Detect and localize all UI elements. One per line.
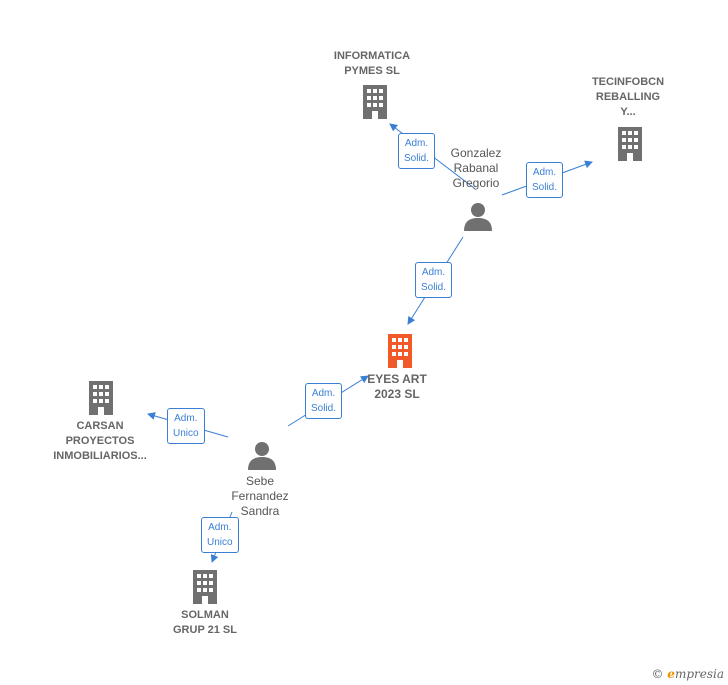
building-icon-tecinfo[interactable]: [615, 127, 645, 161]
node-label-carsan[interactable]: CARSAN PROYECTOS INMOBILIARIOS...: [53, 420, 147, 462]
node-label-gonzalez[interactable]: Gonzalez Rabanal Gregorio: [450, 146, 502, 190]
edge-label-gonzalez-informatica: Adm. Solid.: [398, 133, 436, 169]
edge-label-gonzalez-eyes: Adm. Solid.: [415, 262, 453, 298]
edge-label-sebe-eyes: Adm. Solid.: [305, 383, 343, 419]
brand-footer: © empresia: [651, 667, 724, 681]
node-label-tecinfo[interactable]: TECINFOBCN REBALLING Y...: [591, 76, 665, 118]
person-icon-gonzalez[interactable]: [463, 201, 493, 231]
edge-label-gonzalez-tecinfo: Adm. Solid.: [526, 162, 564, 198]
edge-label-sebe-solman: Adm. Unico: [201, 517, 239, 553]
building-icon-carsan[interactable]: [86, 381, 116, 415]
edge-label-sebe-carsan: Adm. Unico: [167, 408, 205, 444]
node-label-informatica[interactable]: INFORMATICA PYMES SL: [333, 50, 411, 77]
node-label-solman[interactable]: SOLMAN GRUP 21 SL: [173, 609, 237, 636]
brand-logo-initial: e: [667, 667, 675, 681]
node-label-sebe[interactable]: Sebe Fernandez Sandra: [231, 474, 289, 518]
building-icon-solman[interactable]: [190, 570, 220, 604]
copyright-icon: ©: [651, 667, 664, 681]
brand-logo-text: mpresia: [674, 667, 724, 681]
node-label-eyes-art[interactable]: EYES ART 2023 SL: [367, 372, 427, 401]
building-icon-informatica[interactable]: [360, 85, 390, 119]
building-icon-eyes-art[interactable]: [385, 334, 415, 368]
person-icon-sebe[interactable]: [247, 440, 277, 470]
